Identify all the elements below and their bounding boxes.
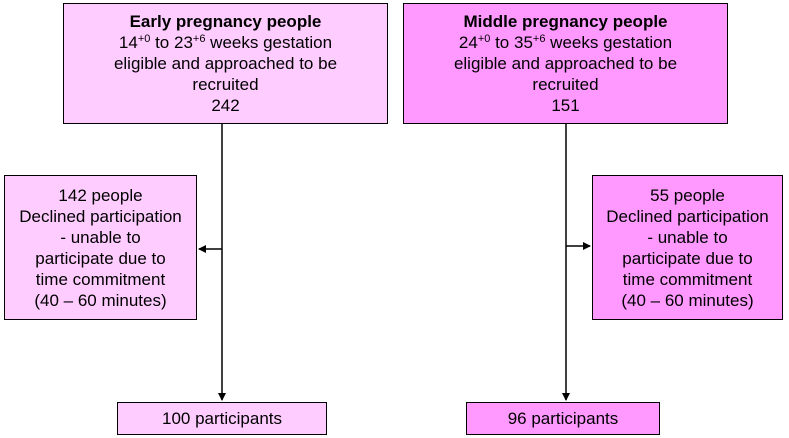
declined-line: - unable to — [60, 227, 141, 247]
middle-participants-label: 96 participants — [507, 409, 619, 428]
middle-count: 151 — [551, 96, 580, 115]
middle-pregnancy-box: Middle pregnancy people 24+0 to 35+6 wee… — [403, 3, 728, 124]
early-declined-box: 142 people Declined participation - unab… — [4, 175, 197, 320]
early-recruited-text: recruited — [192, 75, 259, 94]
middle-declined-box: 55 people Declined participation - unabl… — [592, 175, 783, 320]
middle-gestation-range: 24+0 to 35+6 weeks gestation — [458, 33, 673, 52]
early-eligible-text: eligible and approached to be — [113, 54, 338, 73]
declined-line: - unable to — [647, 227, 728, 247]
early-count: 242 — [211, 96, 240, 115]
declined-line: Declined participation — [19, 206, 182, 226]
early-gestation-range: 14+0 to 23+6 weeks gestation — [118, 33, 333, 52]
declined-line: 142 people — [58, 185, 143, 205]
early-title: Early pregnancy people — [129, 12, 322, 31]
declined-line: (40 – 60 minutes) — [34, 290, 167, 310]
declined-line: (40 – 60 minutes) — [621, 290, 754, 310]
middle-title: Middle pregnancy people — [463, 12, 668, 31]
declined-line: time commitment — [622, 269, 753, 289]
middle-recruited-text: recruited — [532, 75, 599, 94]
early-pregnancy-box: Early pregnancy people 14+0 to 23+6 week… — [63, 3, 388, 124]
early-participants-box: 100 participants — [117, 402, 327, 435]
declined-line: time commitment — [35, 269, 166, 289]
middle-participants-box: 96 participants — [466, 402, 660, 435]
middle-eligible-text: eligible and approached to be — [453, 54, 678, 73]
early-participants-label: 100 participants — [161, 409, 283, 428]
declined-line: Declined participation — [606, 206, 769, 226]
declined-line: 55 people — [650, 185, 725, 205]
declined-line: participate due to — [35, 248, 166, 268]
declined-line: participate due to — [622, 248, 753, 268]
